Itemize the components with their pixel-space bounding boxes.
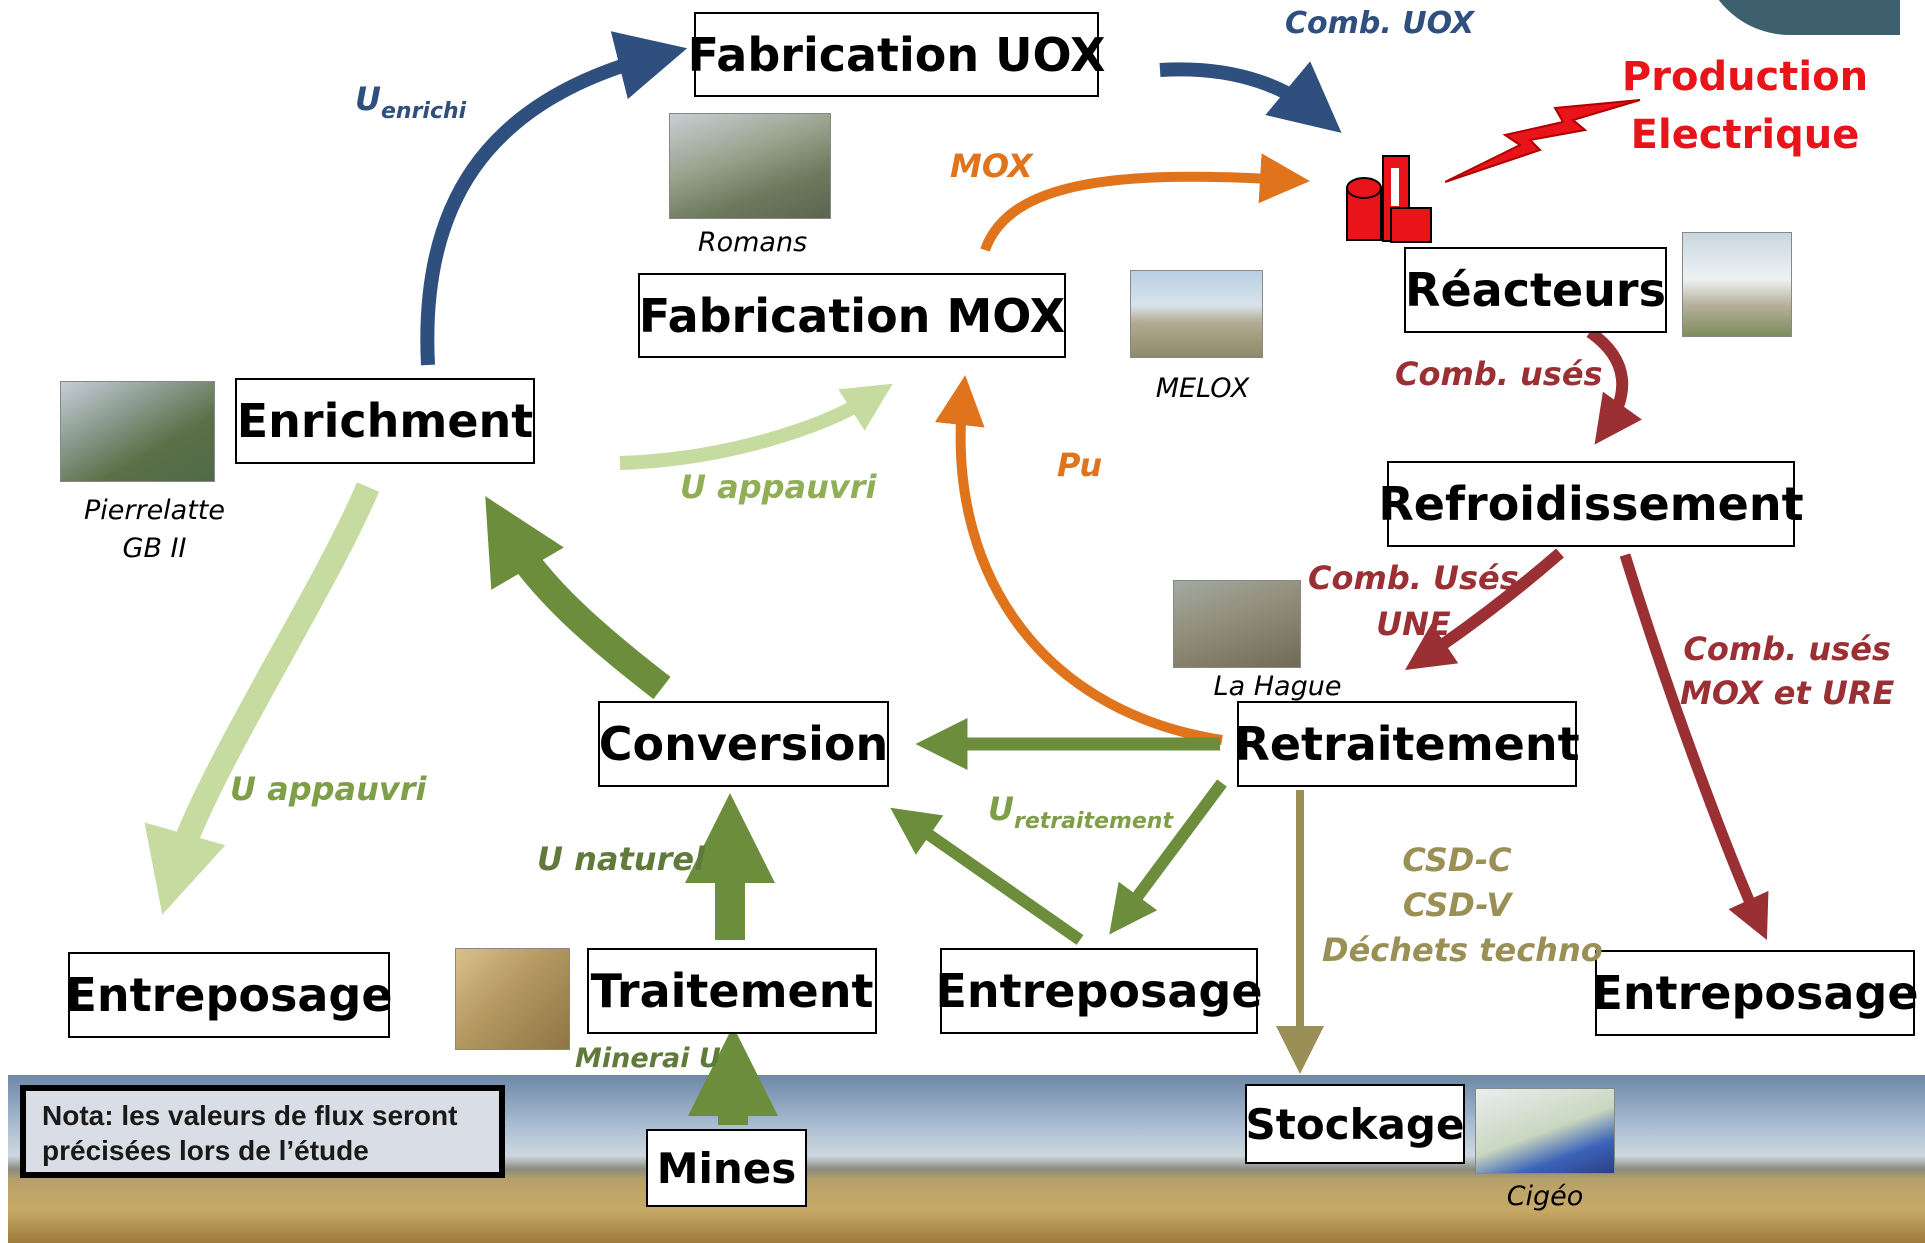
production-electrique-label: Production Electrique: [1620, 48, 1870, 164]
u-enrichi-main: U: [355, 80, 381, 118]
reactor-icon: [1343, 148, 1443, 248]
reactors-photo: [1682, 232, 1792, 337]
comb-uses-mox-ure-line-2: MOX et URE: [1680, 674, 1895, 712]
lightning-bolt-icon: [1444, 90, 1645, 190]
pierrelatte-line-1: Pierrelatte: [83, 495, 226, 526]
stockage-label: Stockage: [1245, 1099, 1465, 1149]
mine-photo: [455, 948, 570, 1050]
comb-uses-une-label: Comb. Usés UNE: [1308, 555, 1519, 647]
pierrelatte-line-2: GB II: [122, 533, 187, 564]
waste-line-2: CSD-V: [1402, 886, 1512, 924]
mines-label: Mines: [656, 1143, 797, 1193]
minerai-u-label: Minerai U: [575, 1043, 721, 1074]
comb-uox-label: Comb. UOX: [1285, 6, 1475, 41]
u-retraitement-sub: retraitement: [1013, 809, 1173, 834]
conversion-label: Conversion: [598, 717, 889, 771]
entreposage-right-box: Entreposage: [1591, 950, 1919, 1036]
arrow-retraitement-entreposage: [1109, 779, 1227, 935]
arrow-comb-uses-une: [1405, 548, 1564, 670]
entreposage-right-label: Entreposage: [1591, 966, 1919, 1020]
u-retraitement-label: Uretraitement: [988, 790, 1173, 834]
reacteurs-label: Réacteurs: [1405, 263, 1666, 317]
u-appauvri-storage-label: U appauvri: [230, 770, 427, 808]
comb-uses-une-line-2: UNE: [1376, 605, 1451, 643]
entreposage-mid-box: Entreposage: [935, 948, 1263, 1034]
traitement-box: Traitement: [587, 948, 877, 1034]
nota-box: Nota: les valeurs de flux seront précisé…: [20, 1085, 505, 1178]
waste-line-3: Déchets techno: [1322, 931, 1603, 969]
arrow-u-retraitement: [890, 807, 1084, 945]
fabrication-mox-label: Fabrication MOX: [638, 288, 1066, 343]
enrichment-box: Enrichment: [235, 378, 535, 464]
traitement-label: Traitement: [590, 964, 874, 1018]
fabrication-mox-box: Fabrication MOX: [638, 273, 1066, 358]
mines-box: Mines: [646, 1129, 807, 1207]
arrow-pu: [934, 375, 1223, 745]
refroidissement-label: Refroidissement: [1378, 477, 1804, 531]
production-line-1: Production: [1621, 54, 1869, 100]
pierrelatte-caption: Pierrelatte GB II: [62, 492, 247, 568]
u-naturel-label: U naturel: [537, 840, 706, 878]
entreposage-mid-label: Entreposage: [935, 964, 1263, 1018]
entreposage-left-label: Entreposage: [65, 968, 393, 1022]
melox-caption: MELOX: [1155, 373, 1250, 404]
cigeo-caption: Cigéo: [1506, 1181, 1584, 1212]
la-hague-caption: La Hague: [1213, 671, 1342, 702]
fabrication-uox-box: Fabrication UOX: [688, 12, 1105, 97]
nota-line-1: Nota: les valeurs de flux seront: [42, 1100, 458, 1131]
arrow-comb-uses-mox-ure: [1619, 553, 1769, 940]
mox-label: MOX: [950, 147, 1033, 185]
u-appauvri-mox-label: U appauvri: [680, 468, 877, 506]
conversion-box: Conversion: [598, 701, 889, 787]
pu-label: Pu: [1057, 446, 1103, 484]
production-line-2: Electrique: [1630, 112, 1860, 158]
fabrication-uox-label: Fabrication UOX: [687, 27, 1106, 82]
romans-caption: Romans: [697, 227, 808, 258]
reacteurs-box: Réacteurs: [1404, 247, 1667, 333]
la-hague-photo: [1173, 580, 1301, 668]
melox-photo: [1130, 270, 1263, 358]
arrow-u-appauvri-storage: [144, 482, 380, 915]
comb-uses-label: Comb. usés: [1395, 355, 1603, 393]
pierrelatte-photo: [60, 381, 215, 482]
comb-uses-une-line-1: Comb. Usés: [1308, 559, 1519, 597]
arrow-comb-uox: [1159, 61, 1342, 133]
refroidissement-box: Refroidissement: [1378, 461, 1804, 547]
enrichment-label: Enrichment: [236, 394, 534, 448]
waste-line-1: CSD-C: [1402, 841, 1512, 879]
arrow-u-appauvri-mox: [619, 383, 893, 470]
comb-uses-mox-ure-line-1: Comb. usés: [1683, 630, 1891, 668]
romans-photo: [669, 113, 831, 219]
u-enrichi-sub: enrichi: [380, 99, 467, 124]
waste-label: CSD-C CSD-V Déchets techno: [1322, 838, 1603, 973]
retraitement-box: Retraitement: [1234, 701, 1580, 787]
u-enrichi-label: Uenrichi: [355, 80, 466, 124]
u-retraitement-main: U: [988, 790, 1014, 828]
nota-line-2: précisées lors de l’étude: [42, 1135, 369, 1166]
entreposage-left-box: Entreposage: [65, 952, 393, 1038]
stockage-box: Stockage: [1245, 1084, 1465, 1164]
cigeo-photo: [1475, 1088, 1615, 1174]
arrow-mox: [980, 153, 1310, 252]
arrow-u-enrichi: [420, 31, 688, 366]
arrow-comb-uses: [1586, 327, 1642, 445]
retraitement-label: Retraitement: [1234, 717, 1580, 771]
arrow-conversion-enrichment: [485, 496, 671, 700]
comb-uses-mox-ure-label: Comb. usés MOX et URE: [1680, 627, 1894, 715]
